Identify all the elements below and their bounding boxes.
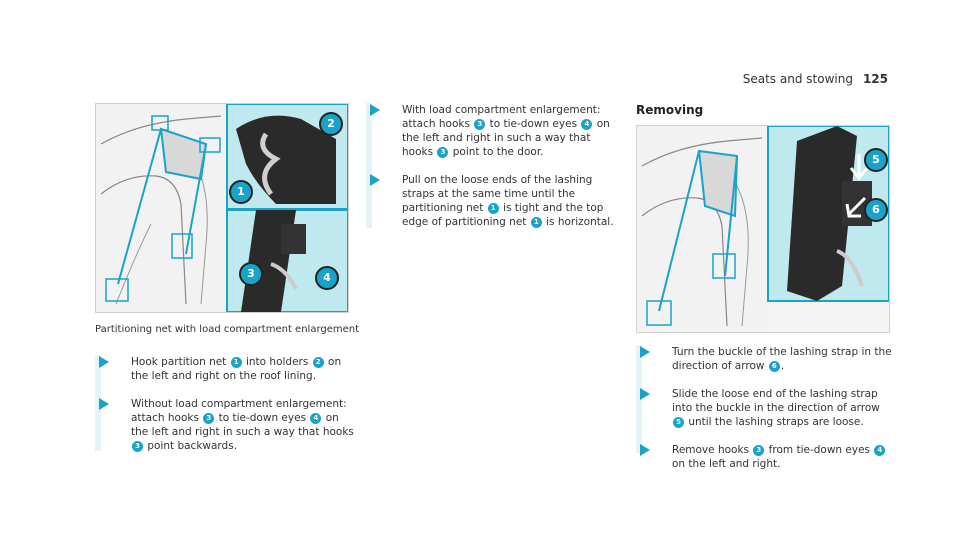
step-arrow-icon bbox=[99, 356, 109, 368]
step-arrow-icon bbox=[640, 388, 650, 400]
callout-3: 3 bbox=[239, 262, 263, 286]
callout-badge: 5 bbox=[673, 416, 684, 428]
page-number: 125 bbox=[862, 72, 888, 86]
step-arrow-icon bbox=[640, 444, 650, 456]
figure-illustration bbox=[96, 104, 348, 312]
callout-4: 4 bbox=[315, 266, 339, 290]
figure-caption: Partitioning net with load compartment e… bbox=[95, 324, 360, 335]
figure-illustration bbox=[637, 126, 889, 332]
step: Slide the loose end of the lashing strap… bbox=[636, 387, 894, 429]
callout-badge: 2 bbox=[312, 356, 324, 368]
callout-badge: 3 bbox=[474, 118, 486, 130]
callout-badge: 1 bbox=[230, 356, 242, 368]
section-title: Seats and stowing bbox=[742, 72, 853, 86]
step-arrow-icon bbox=[640, 346, 650, 358]
callout-5: 5 bbox=[864, 148, 888, 172]
callout-badge: 1 bbox=[487, 202, 499, 214]
steps-mid-list: With load compartment enlargement: attac… bbox=[366, 103, 624, 243]
callout-badge: 4 bbox=[310, 412, 322, 424]
step: Pull on the loose ends of the lashing st… bbox=[366, 173, 624, 229]
figure-removing: 5 6 bbox=[636, 125, 890, 333]
steps-left-list: Hook partition net 1 into holders 2 on t… bbox=[95, 355, 355, 467]
callout-badge: 6 bbox=[768, 360, 780, 372]
callout-badge: 3 bbox=[437, 146, 449, 158]
step-arrow-icon bbox=[99, 398, 109, 410]
step: Without load compartment enlargement: at… bbox=[95, 397, 355, 453]
steps-right-list: Turn the buckle of the lashing strap in … bbox=[636, 345, 894, 485]
callout-6: 6 bbox=[864, 198, 888, 222]
callout-2: 2 bbox=[319, 112, 343, 136]
step: With load compartment enlargement: attac… bbox=[366, 103, 624, 159]
callout-badge: 3 bbox=[132, 440, 143, 452]
callout-badge: 3 bbox=[753, 444, 765, 456]
callout-badge: 4 bbox=[581, 118, 593, 130]
steps-left bbox=[95, 355, 101, 451]
step-arrow-icon bbox=[370, 104, 380, 116]
step: Turn the buckle of the lashing strap in … bbox=[636, 345, 894, 373]
figure-partitioning-net: 2 1 3 4 bbox=[95, 103, 349, 313]
page-header: Seats and stowing 125 bbox=[743, 72, 888, 86]
callout-badge: 3 bbox=[203, 412, 215, 424]
steps-mid bbox=[366, 103, 372, 228]
step: Hook partition net 1 into holders 2 on t… bbox=[95, 355, 355, 383]
removing-title: Removing bbox=[636, 103, 704, 117]
step: Remove hooks 3 from tie-down eyes 4 on t… bbox=[636, 443, 894, 471]
step-arrow-icon bbox=[370, 174, 380, 186]
callout-badge: 1 bbox=[530, 216, 542, 228]
callout-badge: 4 bbox=[874, 444, 886, 456]
steps-right bbox=[636, 345, 642, 453]
callout-1: 1 bbox=[229, 180, 253, 204]
